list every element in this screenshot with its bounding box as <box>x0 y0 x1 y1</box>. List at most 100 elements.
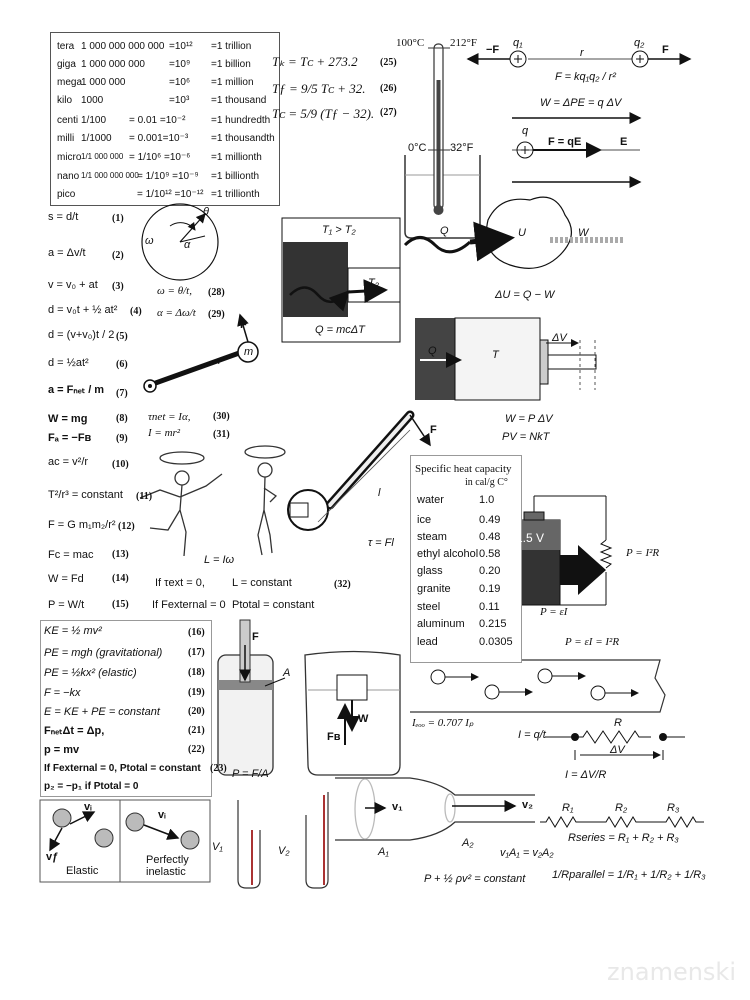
perfectly-label: Perfectly <box>146 854 189 866</box>
first-law-eq: ΔU = Q − W <box>495 289 555 301</box>
eq-number: (21) <box>188 725 205 736</box>
thermo-top-f: 212°F <box>450 37 478 49</box>
ohm-eq: I = ΔV/R <box>565 769 607 781</box>
eq-number: (31) <box>213 429 230 440</box>
mech-eq: aᴄ = v²/r <box>48 456 89 468</box>
resistor-drawing <box>545 730 685 760</box>
eq-number: (10) <box>112 459 129 470</box>
eq-number: (2) <box>112 250 124 261</box>
wrench-l: l <box>378 487 381 499</box>
specific-heat-title: Specific heat capacity <box>415 463 512 475</box>
energy-eq: KE = ½ mv² <box>44 625 102 637</box>
energy-eq: E = KE + PE = constant <box>44 706 160 718</box>
wrench-f: F <box>430 424 437 436</box>
ang-const: L = constant <box>232 577 292 589</box>
elastic-vf: vƒ <box>46 851 59 863</box>
current-q-t: I = q/t <box>518 729 546 741</box>
energy-eq: F = −kx <box>44 687 81 699</box>
mech-eq: W = mg <box>48 413 88 425</box>
eq-number: (32) <box>334 579 351 590</box>
elastic-label: Elastic <box>66 865 99 877</box>
bernoulli-eq: P + ½ ρv² = constant <box>424 873 526 885</box>
battery-voltage: 1.5 V <box>516 531 545 545</box>
hydraulic-drawing <box>217 619 286 776</box>
resistor-dv: ΔV <box>610 744 625 756</box>
thermo-bot-f: 32°F <box>450 142 474 154</box>
specific-heat-unit: in cal/g C° <box>465 477 508 488</box>
mech-eq: P = W/t <box>48 599 85 611</box>
buoyancy-drawing <box>304 650 401 776</box>
omega-label: ω <box>145 235 154 247</box>
heat-eq: Q = mcΔT <box>315 324 365 336</box>
temp-eq-25: Tₖ = Tᴄ + 273.2 <box>272 54 358 69</box>
eq-number: (27) <box>380 107 397 118</box>
dv-label: ΔV <box>552 332 567 344</box>
manometer-drawing <box>237 792 329 889</box>
buoyancy-w: W <box>358 713 369 725</box>
eq-number: (29) <box>208 309 225 320</box>
mech-eq: Fᴄ = maᴄ <box>48 549 94 561</box>
alpha-eq: α = Δω/t <box>157 307 196 319</box>
coulomb-r: r <box>580 47 584 59</box>
torque-eq: τnet = Iα, <box>148 411 191 423</box>
heat-transfer-drawing <box>281 217 401 343</box>
eq-number: (25) <box>380 57 397 68</box>
mech-eq: W = Fd <box>48 573 84 585</box>
omega-eq: ω = θ/t, <box>157 285 192 297</box>
theta-label: θ <box>203 206 209 218</box>
t1-gt-t2: T₁ > T₂ <box>322 224 356 236</box>
cylinder-a: A <box>283 667 291 679</box>
rod-r: r <box>218 355 222 367</box>
specific-heat-table: Specific heat capacity in cal/g C° water… <box>410 455 522 663</box>
series-resistors-drawing <box>540 816 704 828</box>
eq-number: (9) <box>116 433 128 444</box>
thermometer-drawing <box>404 43 481 239</box>
ieff-eq: Iₑₒₒ = 0.707 Iₚ <box>412 717 474 729</box>
inertia-eq: I = mr² <box>148 427 181 439</box>
energy-eq: FₙₑₜΔt = Δp, <box>44 725 105 737</box>
power-ei: P = εI <box>540 606 568 618</box>
eq-number: (14) <box>112 573 129 584</box>
coulomb-f: F <box>662 44 669 56</box>
eq-number: (1) <box>112 213 124 224</box>
eq-number: (11) <box>136 491 153 502</box>
coulomb-drawing <box>466 50 692 188</box>
mech-eq: s = d/t <box>48 211 79 223</box>
u-label: U <box>518 227 526 239</box>
energy-eq: p = mv <box>44 744 80 756</box>
eq-number: (4) <box>130 306 142 317</box>
eq-number: (26) <box>380 83 397 94</box>
field-fqe: F = qE <box>548 136 582 148</box>
piston-q-label: Q <box>428 345 437 357</box>
thermo-top-c: 100°C <box>396 37 425 49</box>
mech-eq: Fₐ = −Fʙ <box>48 432 92 444</box>
coulomb-q1: q₁ <box>513 37 523 49</box>
wire-drawing <box>410 659 666 713</box>
flow-v1: v₁ <box>392 801 403 813</box>
alpha-label: α <box>184 239 191 251</box>
torque-fl: τ = Fl <box>368 537 394 549</box>
piston-drawing <box>415 317 597 401</box>
eq-number: (7) <box>116 388 128 399</box>
energy-equations-box <box>40 620 212 797</box>
energy-eq: If Fexternal = 0, Ptotal = constant <box>44 763 201 774</box>
tube-v2: V₂ <box>278 845 290 857</box>
continuity-eq: v₁A₁ = v₂A₂ <box>500 847 554 859</box>
resistor-r: R <box>614 717 622 729</box>
rotation-drawing <box>141 203 219 281</box>
work-pdv-eq: W = P ΔV <box>505 413 553 425</box>
t2-label: T₂ <box>368 277 379 289</box>
mech-eq: d = ½at² <box>48 357 89 369</box>
